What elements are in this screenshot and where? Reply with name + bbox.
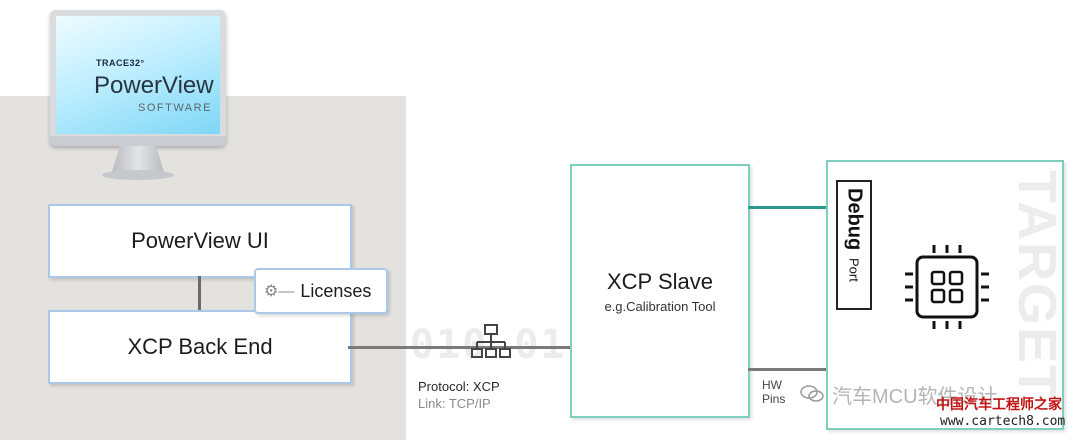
licenses-label: Licenses [300, 280, 372, 301]
monitor-frame: TRACE32° PowerView SOFTWARE [50, 10, 226, 146]
powerview-ui-label: PowerView UI [131, 228, 269, 253]
target-watermark: TARGET [1007, 170, 1064, 400]
pins-label: Pins [762, 392, 786, 406]
hw-pins-caption: HW Pins [762, 378, 785, 406]
hw-label: HW [762, 378, 782, 392]
monitor-foot [102, 170, 174, 180]
port-label: Port [846, 258, 862, 283]
brand-software: SOFTWARE [138, 102, 212, 114]
debug-port-box: Debug Port [836, 180, 872, 310]
xcp-slave-title: XCP Slave [607, 268, 713, 294]
debug-label: Debug [843, 188, 866, 251]
network-icon [471, 324, 511, 358]
xcp-back-end-label: XCP Back End [127, 334, 273, 359]
debug-line [748, 206, 828, 209]
brand-trace32: TRACE32° [96, 58, 145, 68]
licenses-box: ⚙— Licenses [254, 268, 388, 314]
link-label: Link: TCP/IP [418, 396, 491, 411]
xcp-back-end-box: XCP Back End [48, 310, 352, 384]
site-watermark-url: www.cartech8.com [940, 414, 1066, 429]
wechat-watermark: 汽车MCU软件设计 [832, 386, 998, 408]
target-box: TARGET Debug Port [826, 160, 1064, 430]
protocol-caption: Protocol: XCP Link: TCP/IP [418, 378, 500, 412]
monitor-screen: TRACE32° PowerView SOFTWARE [56, 16, 220, 134]
site-watermark-cn: 中国汽车工程师之家 [936, 396, 1062, 412]
key-icon: ⚙— [264, 283, 295, 300]
hw-pins-line [748, 368, 828, 371]
xcp-slave-subtitle: e.g.Calibration Tool [604, 298, 716, 314]
xcp-link-line [348, 346, 570, 349]
ui-backend-connector [198, 276, 201, 310]
protocol-label: Protocol: XCP [418, 379, 500, 394]
xcp-slave-box: XCP Slave e.g.Calibration Tool [570, 164, 750, 418]
wechat-icon [800, 385, 824, 402]
binary-watermark: 010 011 [410, 322, 593, 368]
chip-icon [905, 245, 989, 329]
monitor-chin [50, 136, 226, 146]
monitor-icon: TRACE32° PowerView SOFTWARE [50, 10, 226, 186]
powerview-ui-box: PowerView UI [48, 204, 352, 278]
brand-powerview: PowerView [94, 72, 214, 99]
monitor-stand [112, 146, 164, 172]
